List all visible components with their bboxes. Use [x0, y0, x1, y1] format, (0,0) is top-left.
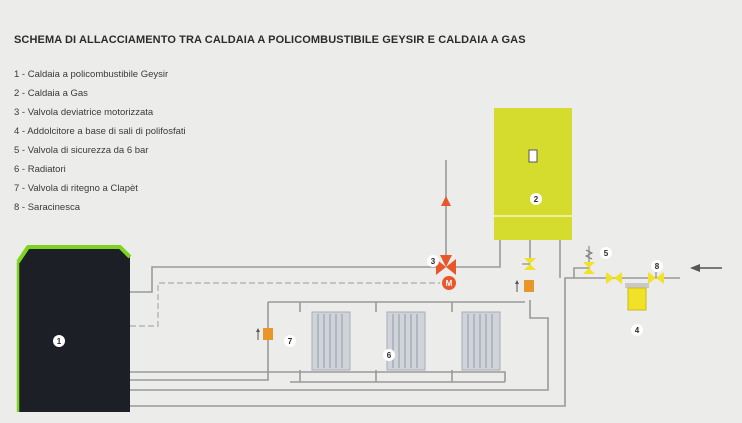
valve-motor	[442, 276, 456, 290]
marker-8: 8	[655, 262, 660, 271]
control-signal-line	[130, 282, 440, 327]
gas-boiler-supply-pipe	[456, 240, 501, 268]
check-valve-icon	[515, 280, 534, 292]
radiator-left-riser	[130, 302, 269, 381]
gas-boiler: 2	[494, 108, 572, 240]
marker-3-circle	[427, 255, 439, 267]
marker-4-circle	[631, 324, 643, 336]
boiler-body	[18, 247, 130, 412]
motor-label: M	[446, 279, 453, 288]
legend-item: 3 - Valvola deviatrice motorizzata	[14, 107, 154, 118]
radiator-icon	[461, 311, 501, 371]
marker-8-circle	[651, 260, 663, 272]
arrow-left-icon	[690, 264, 722, 272]
marker-2: 2	[534, 195, 539, 204]
legend-item: 5 - Valvola di sicurezza da 6 bar	[14, 145, 149, 156]
legend-list: 1 - Caldaia a policombustibile Geysir 2 …	[14, 69, 186, 221]
legend-item: 1 - Caldaia a policombustibile Geysir	[14, 69, 169, 80]
marker-1-circle	[53, 335, 65, 347]
three-way-valve-icon: M 3	[427, 255, 456, 290]
filter-icon: 4	[625, 283, 649, 336]
cold-water-pipe	[130, 277, 600, 407]
safety-valve-icon: 5	[583, 246, 612, 274]
gas-boiler-display	[528, 149, 538, 163]
legend-item: 6 - Radiatori	[14, 164, 66, 175]
legend-item: 4 - Addolcitore a base di sali di polifo…	[14, 126, 186, 137]
radiator-return-link	[130, 371, 506, 382]
marker-6-circle	[383, 349, 395, 361]
legend-item: 7 - Valvola di ritegno a Clapèt	[14, 183, 138, 194]
supply-pipe	[130, 266, 436, 293]
legend-item: 2 - Caldaia a Gas	[14, 88, 88, 99]
boiler-top-trim	[16, 245, 132, 264]
gas-boiler-body	[494, 108, 572, 240]
arrow-up-icon	[441, 196, 451, 206]
radiator-icon	[386, 311, 426, 371]
marker-1: 1	[57, 337, 62, 346]
marker-2-circle	[530, 193, 542, 205]
marker-4: 4	[635, 326, 640, 335]
check-valve-icon: 7	[256, 328, 296, 347]
diagram-title: SCHEMA DI ALLACCIAMENTO TRA CALDAIA A PO…	[14, 34, 526, 46]
marker-3: 3	[431, 257, 436, 266]
gate-valve-icon	[522, 258, 536, 270]
gate-valve-icon	[606, 272, 622, 284]
marker-5: 5	[604, 249, 609, 258]
marker-7-circle	[284, 335, 296, 347]
radiator-icon	[311, 311, 351, 371]
safety-valve-branch	[573, 267, 590, 278]
marker-6: 6	[387, 351, 392, 360]
solid-fuel-boiler: 1	[16, 245, 132, 412]
legend-item: 8 - Saracinesca	[14, 202, 81, 213]
marker-7: 7	[288, 337, 293, 346]
marker-5-circle	[600, 247, 612, 259]
return-main-pipe	[130, 300, 549, 391]
gate-valve-icon: 8	[648, 260, 664, 284]
